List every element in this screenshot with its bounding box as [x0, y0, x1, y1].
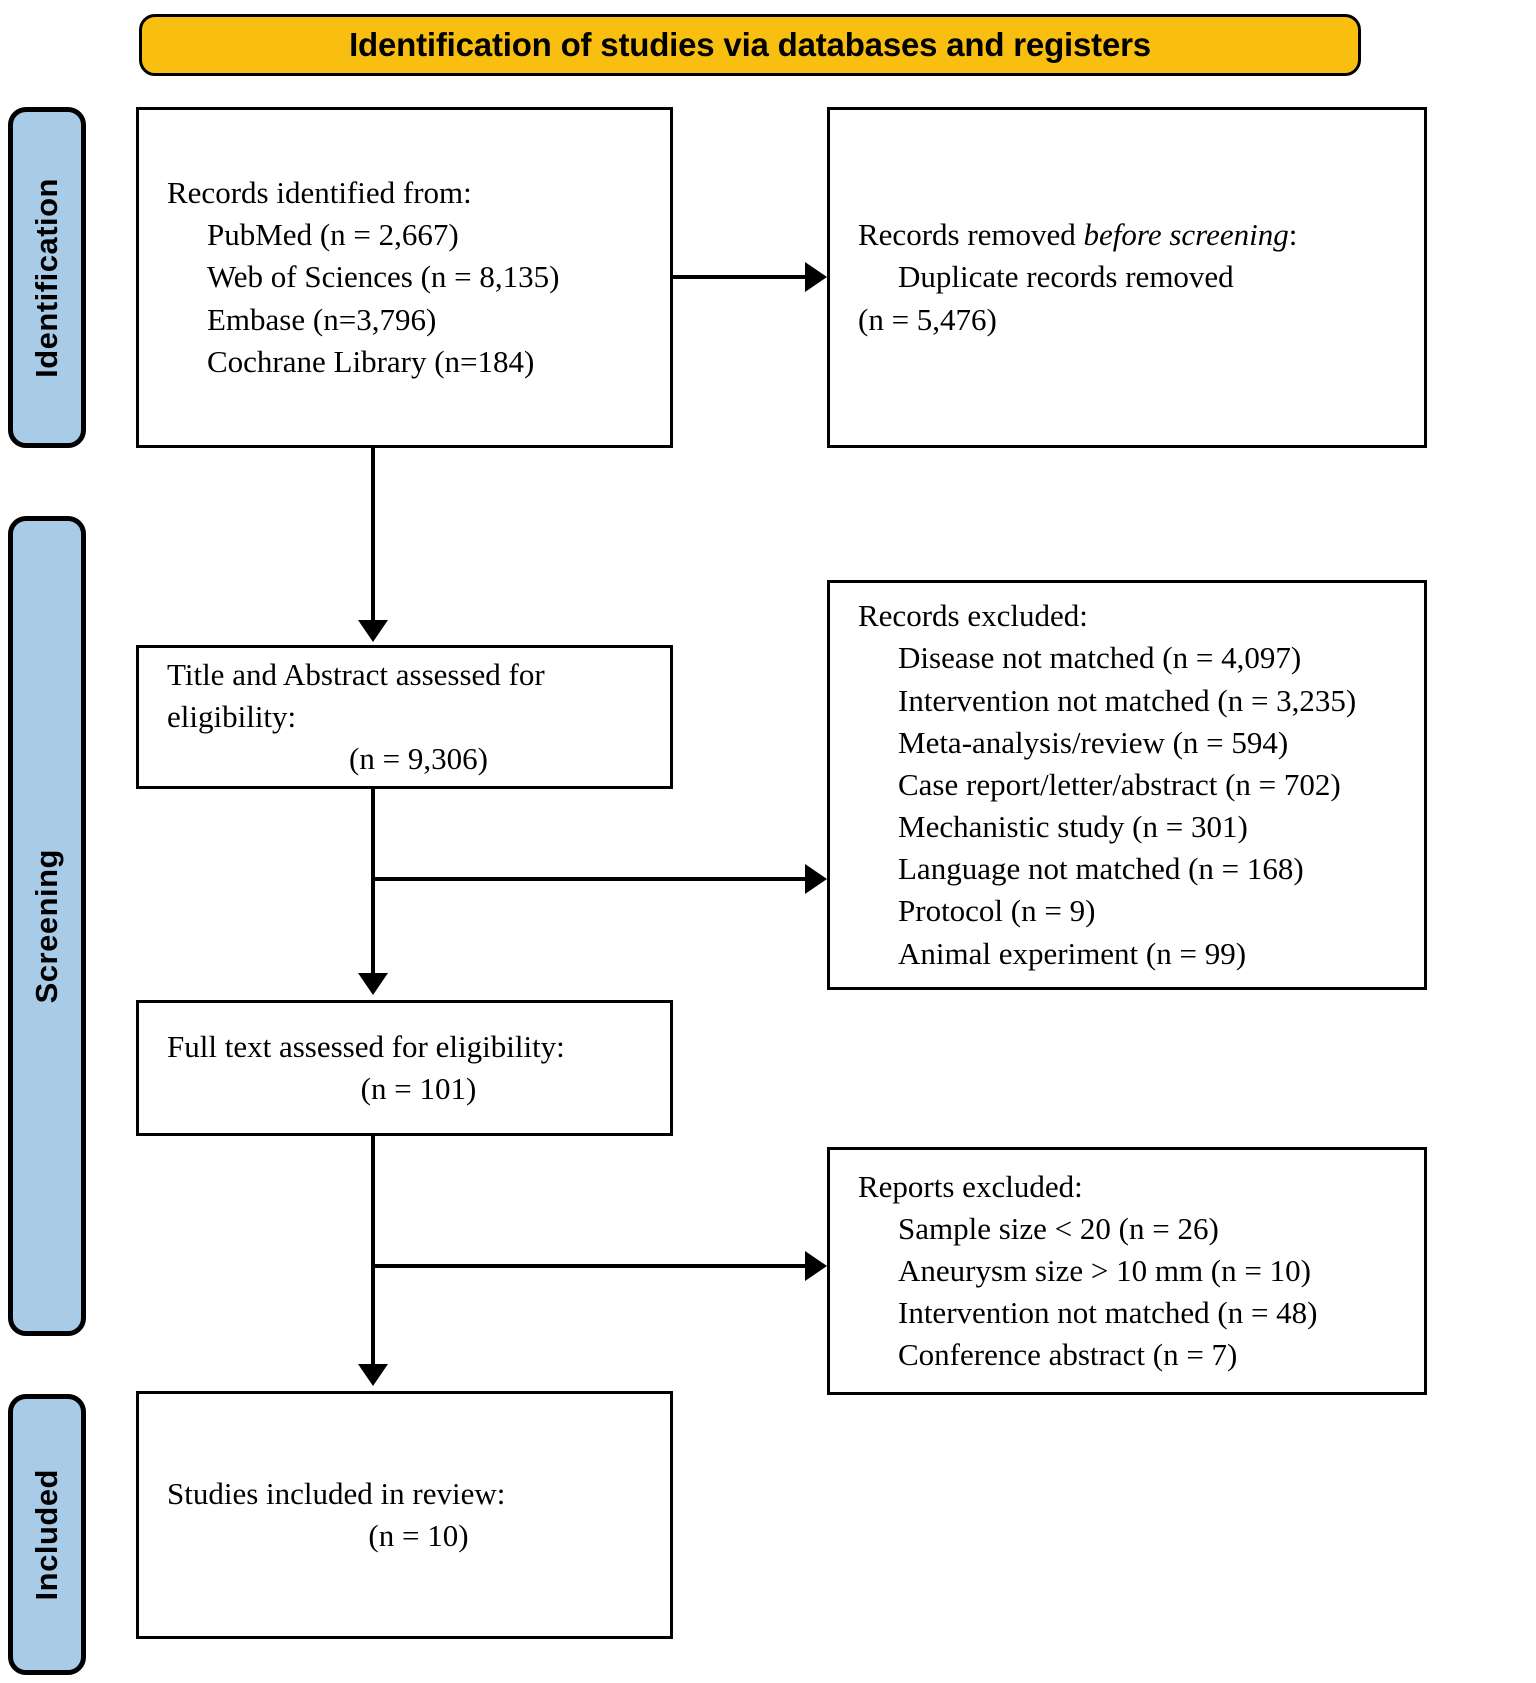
records-excluded-heading: Records excluded:	[858, 598, 1088, 634]
connector-full-text-to-included	[371, 1264, 375, 1368]
title-abstract-count: (n = 9,306)	[349, 741, 488, 777]
box-records-excluded: Records excluded: Disease not matched (n…	[827, 580, 1427, 990]
connector-identified-to-removed	[673, 275, 807, 279]
connector-identified-to-title-abstract	[371, 448, 375, 624]
full-text-line1: Full text assessed for eligibility:	[167, 1028, 565, 1064]
box-records-identified: Records identified from: PubMed (n = 2,6…	[136, 107, 673, 448]
records-removed-heading-post: :	[1288, 217, 1298, 253]
stage-rail-identification: Identification	[8, 107, 86, 448]
records-excluded-item: Protocol (n = 9)	[898, 893, 1096, 929]
records-excluded-item: Disease not matched (n = 4,097)	[898, 640, 1302, 676]
stage-rail-screening: Screening	[8, 516, 86, 1336]
arrowhead-title-abstract-to-full-text	[358, 973, 388, 995]
records-excluded-item: Case report/letter/abstract (n = 702)	[898, 766, 1341, 802]
reports-excluded-heading: Reports excluded:	[858, 1168, 1083, 1204]
connector-title-abstract-to-records-excluded	[371, 877, 807, 881]
records-identified-item: Embase (n=3,796)	[207, 301, 437, 337]
records-removed-heading: Records removed before screening:	[858, 214, 1424, 256]
records-excluded-item: Animal experiment (n = 99)	[898, 935, 1247, 971]
box-studies-included: Studies included in review: (n = 10)	[136, 1391, 673, 1639]
arrowhead-full-text-to-reports-excluded	[805, 1251, 827, 1281]
box-full-text-assessed: Full text assessed for eligibility: (n =…	[136, 1000, 673, 1136]
box-title-abstract-assessed: Title and Abstract assessed for eligibil…	[136, 645, 673, 789]
arrowhead-title-abstract-to-records-excluded	[805, 864, 827, 894]
arrowhead-identified-to-removed	[805, 262, 827, 292]
studies-included-count: (n = 10)	[368, 1518, 469, 1553]
stage-rail-included-label: Included	[29, 1468, 64, 1601]
records-identified-item: Web of Sciences (n = 8,135)	[207, 259, 560, 295]
reports-excluded-item: Sample size < 20 (n = 26)	[898, 1210, 1219, 1246]
reports-excluded-item: Intervention not matched (n = 48)	[898, 1295, 1318, 1331]
connector-title-abstract-stub	[371, 789, 375, 881]
connector-title-abstract-to-full-text	[371, 877, 375, 977]
records-identified-item: Cochrane Library (n=184)	[207, 343, 535, 379]
records-removed-item: Duplicate records removed	[898, 259, 1234, 295]
records-identified-heading: Records identified from:	[167, 175, 472, 211]
records-excluded-item: Meta-analysis/review (n = 594)	[898, 724, 1289, 760]
records-removed-count: (n = 5,476)	[858, 301, 997, 337]
title-abstract-line1: Title and Abstract assessed for	[167, 656, 545, 692]
reports-excluded-item: Aneurysm size > 10 mm (n = 10)	[898, 1252, 1311, 1288]
box-reports-excluded: Reports excluded: Sample size < 20 (n = …	[827, 1147, 1427, 1395]
connector-full-text-to-reports-excluded	[371, 1264, 807, 1268]
connector-full-text-stub	[371, 1136, 375, 1268]
banner-label: Identification of studies via databases …	[349, 26, 1151, 63]
box-records-removed-before-screening: Records removed before screening: Duplic…	[827, 107, 1427, 448]
reports-excluded-item: Conference abstract (n = 7)	[898, 1337, 1238, 1373]
records-excluded-item: Intervention not matched (n = 3,235)	[898, 682, 1357, 718]
records-identified-item: PubMed (n = 2,667)	[207, 217, 459, 253]
title-abstract-line2: eligibility:	[167, 698, 297, 734]
stage-rail-screening-label: Screening	[29, 848, 64, 1004]
studies-included-line1: Studies included in review:	[167, 1475, 506, 1511]
diagram-banner-title: Identification of studies via databases …	[139, 14, 1361, 76]
records-excluded-item: Mechanistic study (n = 301)	[898, 809, 1248, 845]
stage-rail-included: Included	[8, 1394, 86, 1675]
arrowhead-full-text-to-included	[358, 1364, 388, 1386]
arrowhead-identified-to-title-abstract	[358, 620, 388, 642]
records-excluded-item: Language not matched (n = 168)	[898, 851, 1304, 887]
full-text-count: (n = 101)	[360, 1071, 477, 1106]
stage-rail-identification-label: Identification	[29, 177, 64, 378]
records-removed-heading-pre: Records removed	[858, 217, 1084, 253]
records-removed-heading-emphasis: before screening	[1083, 217, 1289, 253]
